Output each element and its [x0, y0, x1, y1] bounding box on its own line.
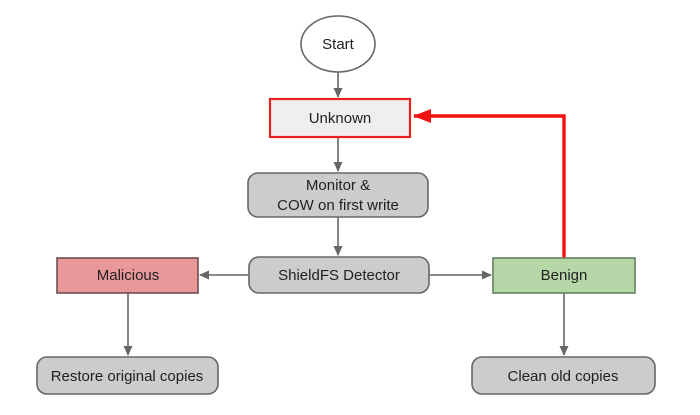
monitor-cow-label-line1: Monitor &	[306, 177, 370, 194]
malicious-label: Malicious	[97, 267, 160, 284]
start-label: Start	[322, 36, 355, 53]
restore-copies-box	[36, 356, 219, 395]
unknown-label: Unknown	[309, 110, 372, 127]
restore-copies-node: Restore original copies	[36, 356, 219, 395]
unknown-node: Unknown	[268, 97, 412, 139]
start-ellipse	[300, 15, 376, 73]
benign-node: Benign	[492, 257, 636, 294]
shieldfs-detector-node: ShieldFS Detector	[248, 256, 430, 294]
monitor-cow-box	[247, 172, 429, 218]
clean-copies-node: Clean old copies	[471, 356, 656, 395]
benign-box	[492, 257, 636, 294]
benign-label: Benign	[541, 267, 588, 284]
monitor-cow-label-line2: COW on first write	[277, 197, 399, 214]
start-node: Start	[300, 15, 376, 73]
restore-copies-label: Restore original copies	[51, 368, 204, 385]
clean-copies-box	[471, 356, 656, 395]
shieldfs-detector-label: ShieldFS Detector	[278, 267, 400, 284]
clean-copies-label: Clean old copies	[508, 368, 619, 385]
shieldfs-detector-box	[248, 256, 430, 294]
malicious-box	[56, 257, 199, 294]
monitor-cow-node: Monitor & COW on first write	[247, 172, 429, 218]
unknown-box	[268, 97, 412, 139]
malicious-node: Malicious	[56, 257, 199, 294]
edge-benign-to-unknown-feedback	[413, 109, 566, 258]
